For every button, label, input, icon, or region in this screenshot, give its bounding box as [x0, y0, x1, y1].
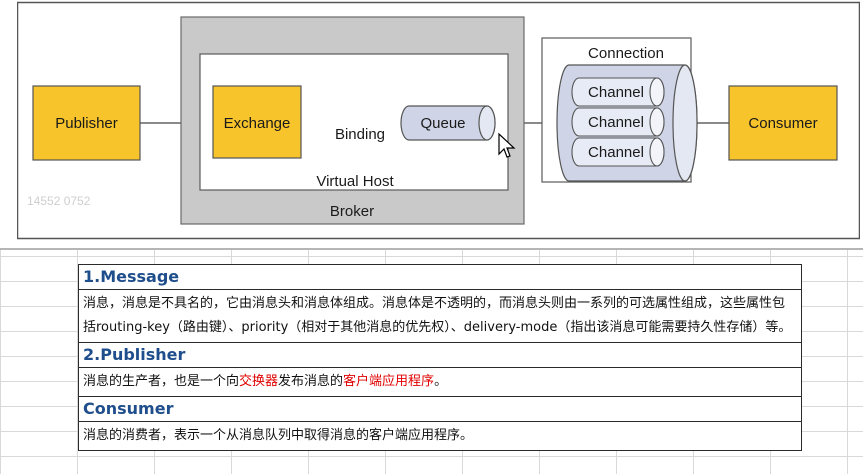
- connection-label: Connection: [588, 45, 664, 62]
- table-row: 消息的生产者，也是一个向交换器发布消息的客户端应用程序。: [78, 367, 802, 397]
- consumer-label: Consumer: [748, 115, 817, 132]
- channel-1: Channel: [571, 77, 665, 107]
- binding-label: Binding: [335, 126, 385, 143]
- consumer-title: Consumer: [78, 396, 802, 422]
- publisher-label: Publisher: [55, 115, 118, 132]
- channel-3-label: Channel: [588, 144, 644, 161]
- virtual-host-label: Virtual Host: [316, 173, 394, 190]
- channel-1-label: Channel: [588, 84, 644, 101]
- exchange-label: Exchange: [224, 115, 291, 132]
- table-row: 2.Publisher: [78, 342, 802, 368]
- publisher-node: [32, 85, 141, 161]
- exchange-highlight: 交换器: [239, 374, 279, 389]
- client-app-highlight: 客户端应用程序: [343, 374, 435, 389]
- exchange-node: [212, 85, 302, 159]
- rabbitmq-architecture-diagram: 14552 0752 Publisher Broker Virtual Host…: [17, 0, 860, 240]
- cursor-icon: [498, 132, 516, 158]
- broker-label: Broker: [330, 203, 374, 220]
- consumer-node: [728, 85, 838, 161]
- channel-3: Channel: [571, 137, 665, 167]
- publisher-desc-text-1: 消息的生产者，也是一个向: [83, 374, 240, 389]
- queue-node: Queue: [400, 105, 496, 141]
- glossary-table: 1.Message 消息，消息是不具名的，它由消息头和消息体组成。消息体是不透明…: [78, 264, 802, 451]
- table-row: 消息的消费者，表示一个从消息队列中取得消息的客户端应用程序。: [78, 421, 802, 451]
- publisher-desc-text-3: 。: [434, 374, 448, 389]
- publisher-desc-text-2: 发布消息的: [278, 374, 344, 389]
- message-title: 1.Message: [78, 264, 802, 290]
- publisher-title: 2.Publisher: [78, 342, 802, 368]
- consumer-description: 消息的消费者，表示一个从消息队列中取得消息的客户端应用程序。: [78, 421, 802, 451]
- watermark-text: 14552 0752: [27, 194, 91, 208]
- table-row: 消息，消息是不具名的，它由消息头和消息体组成。消息体是不透明的，而消息头则由一系…: [78, 289, 802, 343]
- table-row: 1.Message: [78, 264, 802, 290]
- divider: [0, 248, 863, 250]
- queue-label: Queue: [420, 115, 465, 132]
- channel-2-label: Channel: [588, 114, 644, 131]
- table-row: Consumer: [78, 396, 802, 422]
- publisher-description: 消息的生产者，也是一个向交换器发布消息的客户端应用程序。: [78, 367, 802, 397]
- message-description: 消息，消息是不具名的，它由消息头和消息体组成。消息体是不透明的，而消息头则由一系…: [78, 289, 802, 343]
- channel-2: Channel: [571, 107, 665, 137]
